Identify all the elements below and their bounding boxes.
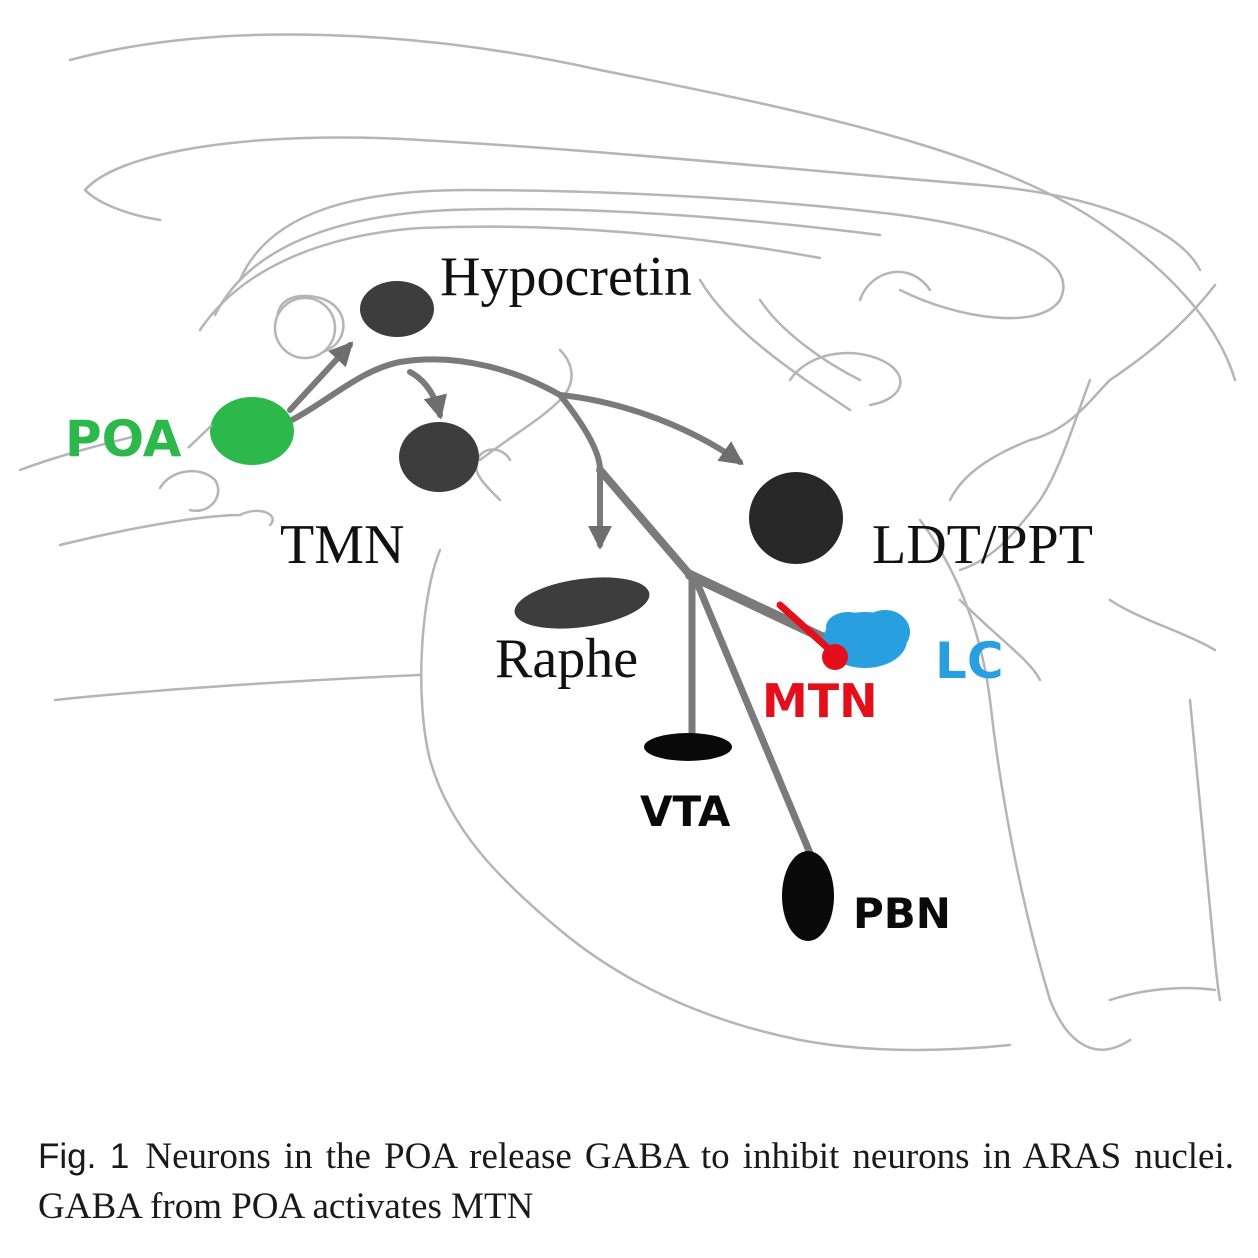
vta-nucleus [644, 733, 732, 761]
ldt-ppt-nucleus [749, 472, 843, 564]
brain-outline [18, 33, 1237, 1052]
lc-nucleus [823, 610, 910, 668]
pbn-label: PBN [853, 889, 951, 938]
ldt-ppt-label: LDT/PPT [872, 514, 1093, 576]
pathways [287, 341, 833, 862]
mtn-label: MTN [762, 674, 878, 728]
figure-number: Fig. 1 [38, 1137, 130, 1176]
mtn-nucleus [776, 601, 848, 670]
hypocretin-nucleus [360, 281, 434, 337]
tmn-label: TMN [280, 514, 404, 576]
pathway-main-trunk [557, 392, 603, 473]
pbn-nucleus [782, 851, 834, 941]
pathway-poa-ldt [289, 356, 744, 465]
poa-label: POA [65, 410, 182, 468]
optic-chiasm-outline [273, 296, 337, 360]
poa-leader-line [187, 424, 213, 449]
pathway-poa-hypocretin [287, 341, 354, 413]
lc-label: LC [935, 632, 1004, 690]
raphe-nucleus [514, 577, 650, 629]
pathway-poa-tmn [407, 369, 447, 420]
pathway-poa-pbn [691, 574, 816, 862]
poa-nucleus [210, 397, 294, 465]
tmn-nucleus [399, 422, 479, 492]
vta-label: VTA [640, 787, 731, 836]
pathway-branch [596, 466, 694, 579]
caption-text: Neurons in the POA release GABA to inhib… [38, 1136, 1234, 1227]
raphe-label: Raphe [495, 628, 638, 690]
hypocretin-label: Hypocretin [440, 246, 692, 308]
